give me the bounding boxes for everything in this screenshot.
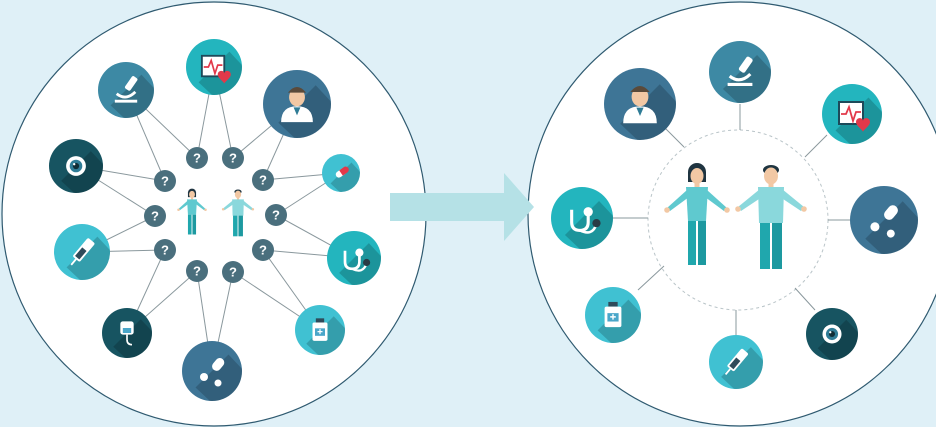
question-mark-text: ?	[259, 243, 267, 258]
question-mark-badge: ?	[222, 147, 244, 169]
question-mark-badge: ?	[186, 147, 208, 169]
question-mark-text: ?	[161, 243, 169, 258]
question-mark-badge: ?	[144, 205, 166, 227]
question-mark-badge: ?	[265, 204, 287, 226]
right-panel	[612, 104, 851, 335]
question-mark-text: ?	[229, 151, 237, 166]
transition-arrow	[390, 173, 534, 241]
question-mark-text: ?	[193, 264, 201, 279]
question-mark-badge: ?	[154, 239, 176, 261]
question-mark-text: ?	[259, 173, 267, 188]
right-connectors	[612, 104, 851, 335]
question-mark-badge: ?	[252, 239, 274, 261]
question-mark-text: ?	[272, 208, 280, 223]
question-mark-badge: ?	[186, 260, 208, 282]
question-mark-badge: ?	[222, 261, 244, 283]
question-mark-badge: ?	[154, 170, 176, 192]
question-mark-text: ?	[193, 151, 201, 166]
question-mark-text: ?	[229, 265, 237, 280]
question-mark-text: ?	[161, 174, 169, 189]
question-mark-text: ?	[151, 209, 159, 224]
question-mark-badge: ?	[252, 169, 274, 191]
